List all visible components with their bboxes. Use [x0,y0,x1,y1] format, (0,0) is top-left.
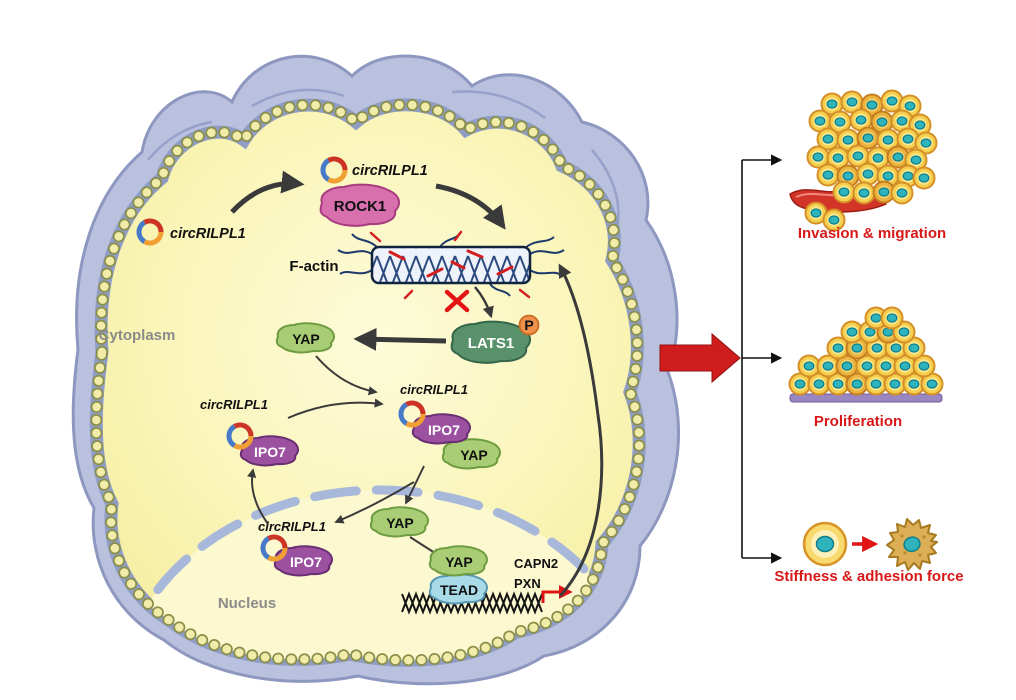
yap-nucleus: YAP [369,506,429,538]
phospho-badge [518,314,540,336]
invasion-illustration [789,89,938,232]
circ-ipo7-complex-nucleus: circRILPL1 IPO7 [258,519,333,577]
yap-label: YAP [445,554,473,570]
transcription-arrow [541,585,573,603]
ipo7-label: IPO7 [290,554,322,570]
circrilpl1-label-2: circRILPL1 [352,163,428,179]
soft-cell [802,521,848,567]
outcome-bracket [741,154,783,564]
invasion-label: Invasion & migration [798,225,946,242]
lats1-label: LATS1 [468,335,514,352]
actin-bundle [370,245,532,285]
circrilpl1-label-3: circRILPL1 [200,397,268,412]
circ-ipo7-complex-left: circRILPL1 IPO7 [200,397,299,467]
basement-membrane [789,393,943,403]
circrilpl1-label-1: circRILPL1 [170,226,246,242]
pxn-label: PXN [514,576,541,591]
tead-label: TEAD [440,582,478,598]
arrow-factin-to-lats1 [474,286,494,319]
stiff-cell [886,518,938,571]
circrilpl1-label-4: circRILPL1 [400,382,468,397]
arrow-ipo7-to-complex [287,398,384,419]
tumor-cell-cluster [788,306,944,396]
proliferation-label: Proliferation [814,413,902,430]
arrow-circ-to-rock1 [230,170,305,214]
rock1-label: ROCK1 [334,198,387,215]
arrow-complex-into-nucleus [405,465,425,505]
proliferation-illustration [788,306,944,403]
ipo7-label: IPO7 [428,422,460,438]
cell-membrane-beads [90,98,646,667]
capn2-label: CAPN2 [514,556,558,571]
yap-cytoplasm: YAP [275,322,335,354]
f-actin-filament: F-actin [289,230,565,300]
circrilpl1-label-5: circRILPL1 [258,519,326,534]
cell-body: Cytoplasm Nucleus [71,54,680,686]
arrow-rock1-to-factin [435,183,506,230]
arrow-ipo7-recycle [247,468,269,525]
circrilpl1-free: circRILPL1 [139,221,246,243]
circ-ipo7-yap-complex: circRILPL1 IPO7 YAP [400,382,501,470]
ipo7-label: IPO7 [254,444,286,460]
arrow-yap-to-complex [315,355,378,396]
stiffness-illustration [802,518,938,571]
f-actin-label: F-actin [289,258,338,275]
stiffness-label: Stiffness & adhesion force [774,568,963,585]
phospho-label: P [524,317,533,333]
membrane-fold-lines [147,88,620,225]
rock1-complex: circRILPL1 ROCK1 [319,159,428,227]
cytoplasm-label: Cytoplasm [99,327,176,344]
arrow-complex-to-nuclear-ipo7 [334,481,415,524]
red-block-arrow [659,332,741,384]
nucleus-label: Nucleus [218,595,276,612]
lats1-complex: P LATS1 [450,314,540,364]
yap-label: YAP [386,515,414,531]
arrow-lats1-to-yap [353,327,447,351]
yap-label: YAP [292,331,320,347]
arrow-feedback-to-factin [558,263,604,598]
nucleus-region [113,485,640,661]
yap-label: YAP [460,447,488,463]
yap-tead-complex: YAP TEAD [428,545,488,605]
actin-red-segments [369,230,531,300]
inhibition-x-icon [444,289,470,313]
